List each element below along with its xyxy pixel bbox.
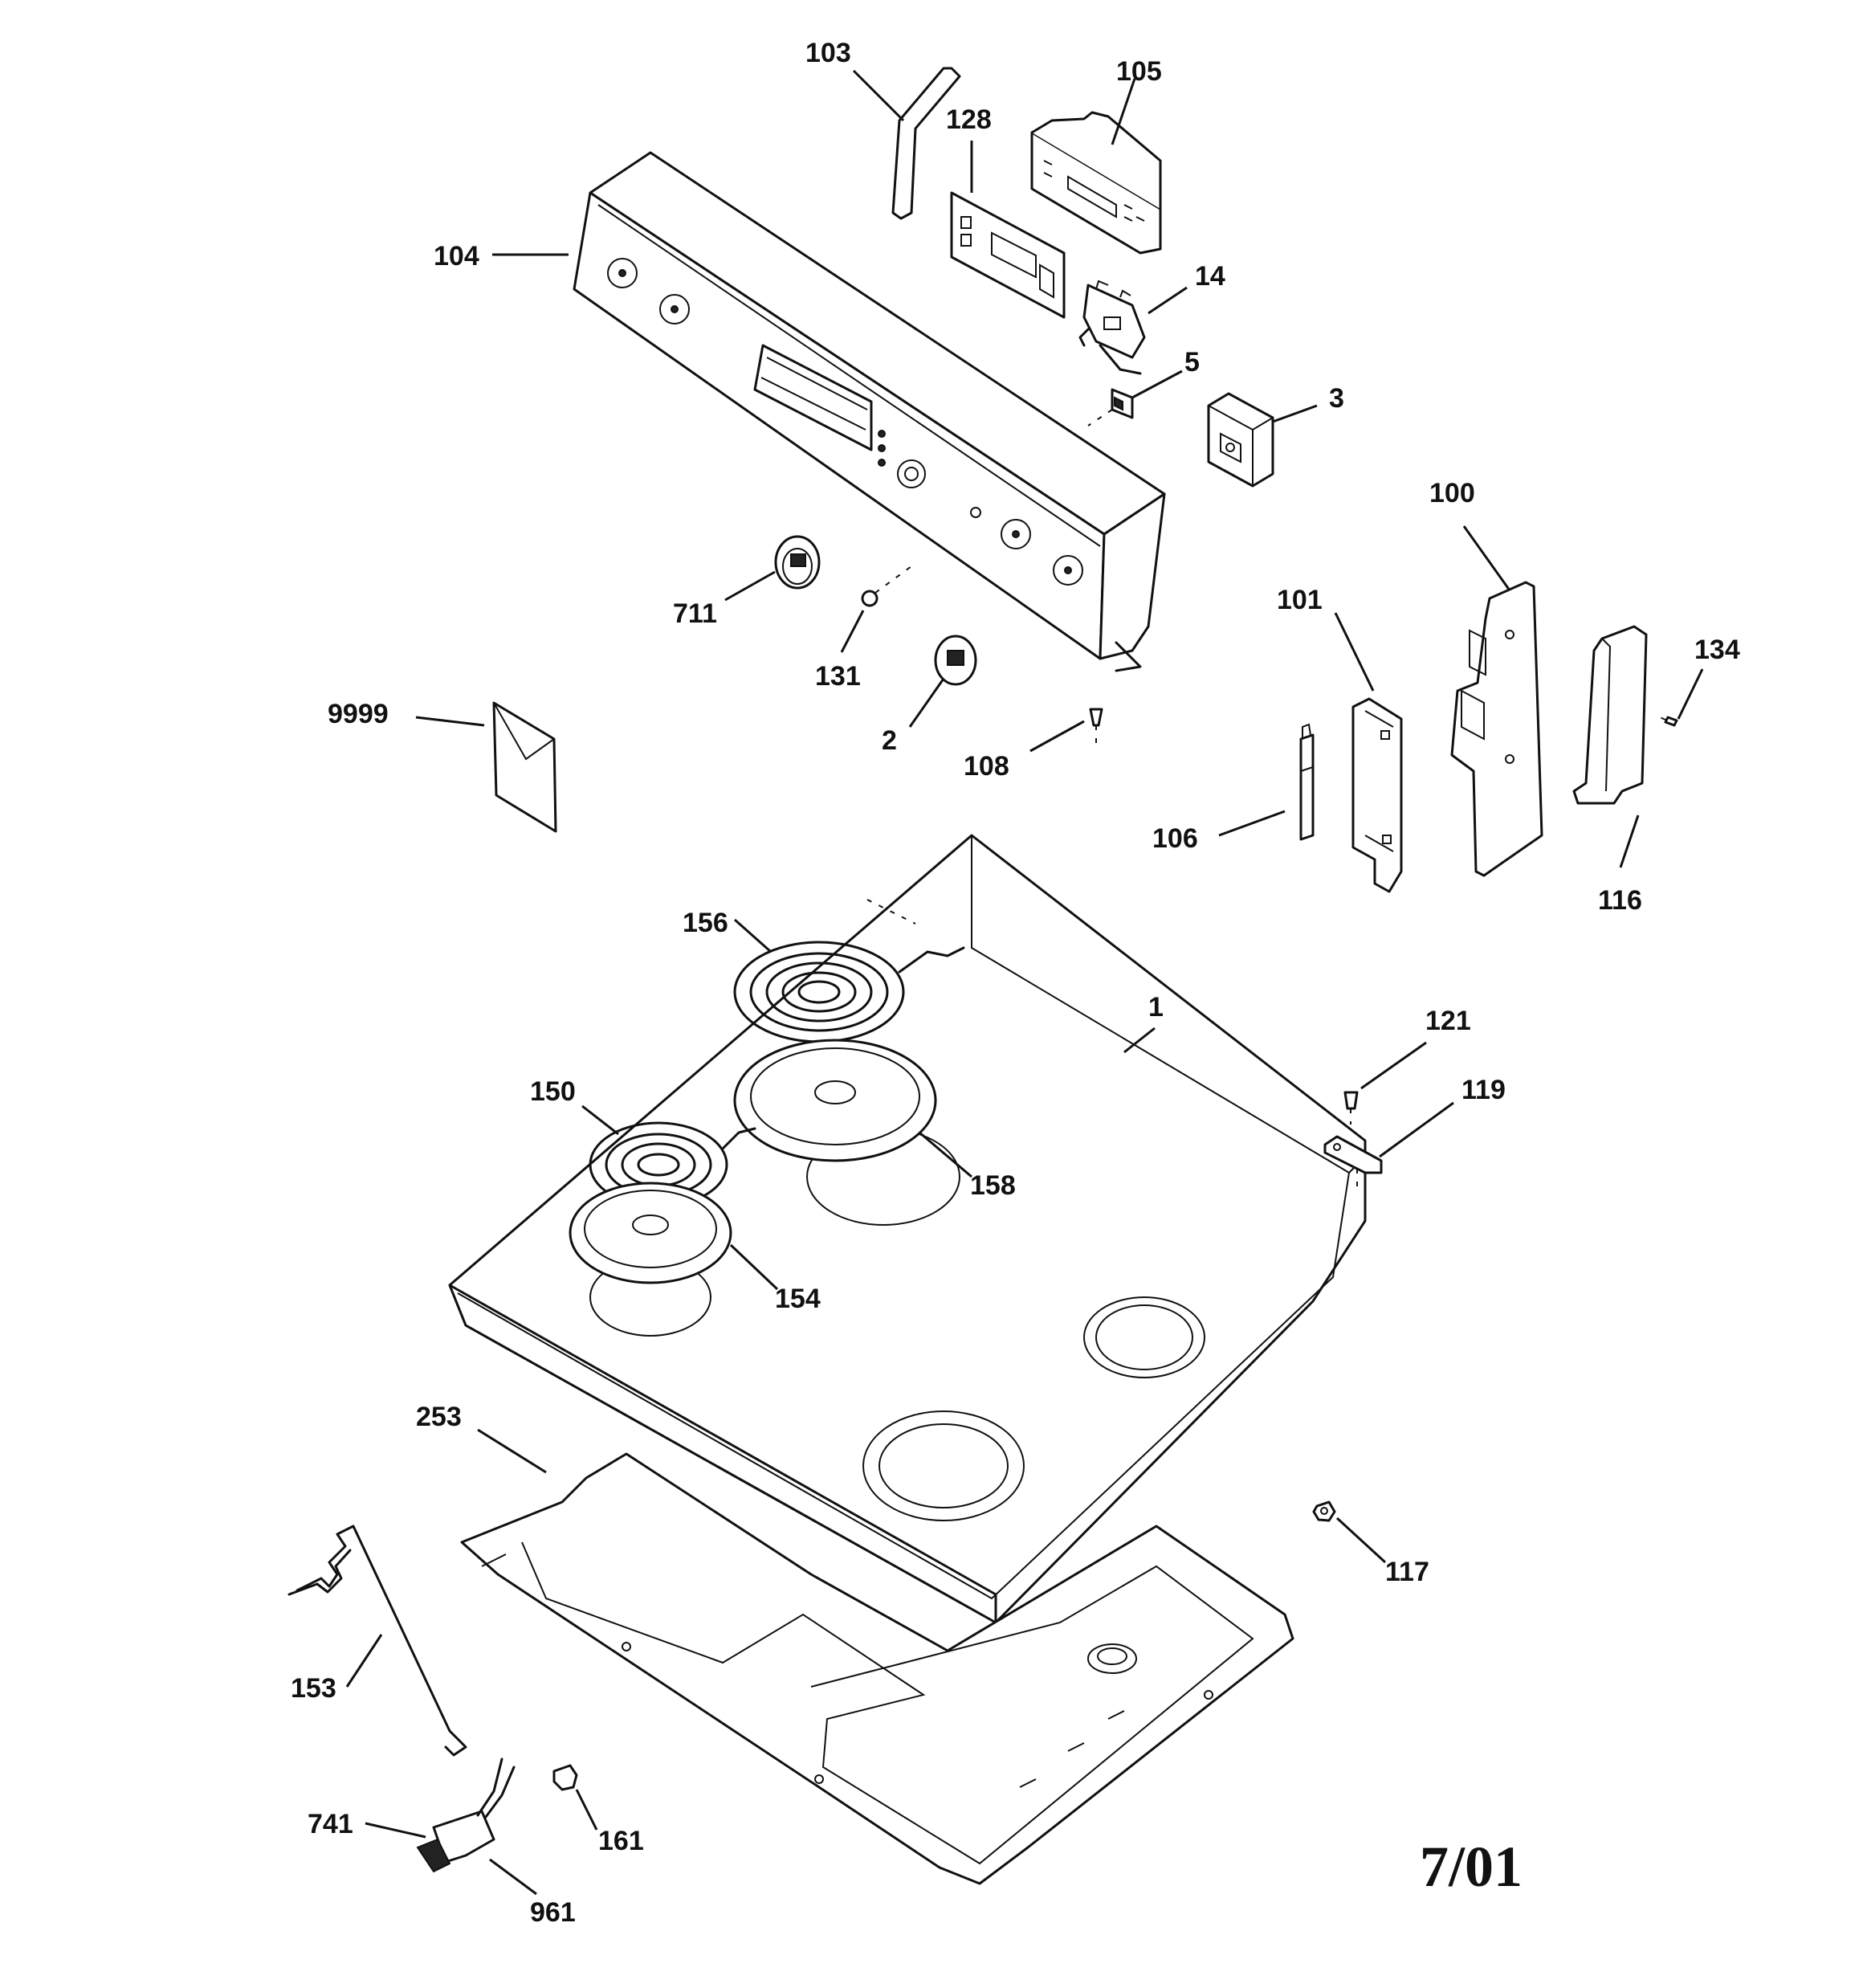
revision-date: 7/01 [1420,1835,1523,1899]
callout-103: 103 [805,38,851,68]
callout-711: 711 [673,598,717,629]
callout-105: 105 [1116,56,1162,87]
callout-119: 119 [1461,1075,1506,1105]
callout-156: 156 [683,908,728,938]
callout-158: 158 [970,1170,1016,1201]
part-100-side-trim [1450,581,1543,877]
part-3-relay [1207,392,1274,488]
callout-5: 5 [1184,347,1200,378]
callout-161: 161 [598,1826,644,1856]
callout-1: 1 [1148,992,1164,1023]
callout-labels: 103 105 128 104 14 5 3 100 101 711 131 2… [291,38,1740,1928]
leader-lines [345,69,1704,1896]
callout-106: 106 [1152,823,1198,854]
part-108-screw [1089,708,1103,743]
part-117-nut [1312,1500,1336,1522]
part-158-large-drip-pan [733,1039,937,1162]
callout-14: 14 [1195,261,1225,292]
part-105-clock-control [1030,111,1162,255]
part-103-bracket [891,67,961,220]
part-2-knob [934,635,977,686]
part-153-wire [287,1525,467,1757]
part-154-small-drip-pan [569,1182,732,1284]
callout-116: 116 [1598,885,1642,916]
part-253-burner-box [460,1452,1294,1885]
part-106-bracket [1299,723,1315,841]
part-9999-literature [492,701,557,833]
part-5-small-switch [1087,388,1134,427]
part-121-screw [1343,1091,1359,1125]
control-panel-backsplash [573,151,1166,672]
callout-154: 154 [775,1284,821,1314]
part-134-screw [1653,714,1678,727]
part-161-clip [552,1764,578,1791]
callout-100: 100 [1429,478,1475,508]
part-116-end-cap [1572,625,1648,805]
callout-150: 150 [530,1076,576,1107]
callout-3: 3 [1329,383,1344,414]
part-14-switch [1078,280,1146,375]
part-101-bracket [1351,697,1403,893]
callout-961: 961 [530,1897,576,1928]
callout-131: 131 [815,661,861,692]
callout-134: 134 [1694,635,1740,665]
callout-253: 253 [416,1402,462,1432]
callout-153: 153 [291,1673,336,1704]
callout-2: 2 [882,725,897,756]
callout-741: 741 [308,1809,353,1839]
part-119-clip [1323,1135,1383,1189]
callout-128: 128 [946,104,992,135]
callout-9999: 9999 [328,699,389,729]
callout-108: 108 [964,751,1009,782]
callout-104: 104 [434,241,479,271]
callout-117: 117 [1385,1557,1429,1587]
part-711-knob [774,535,821,590]
callout-101: 101 [1277,585,1323,615]
part-131-screw [861,565,912,607]
part-741-961-switch [416,1757,516,1873]
callout-121: 121 [1425,1006,1471,1036]
part-128-overlay [950,191,1066,319]
